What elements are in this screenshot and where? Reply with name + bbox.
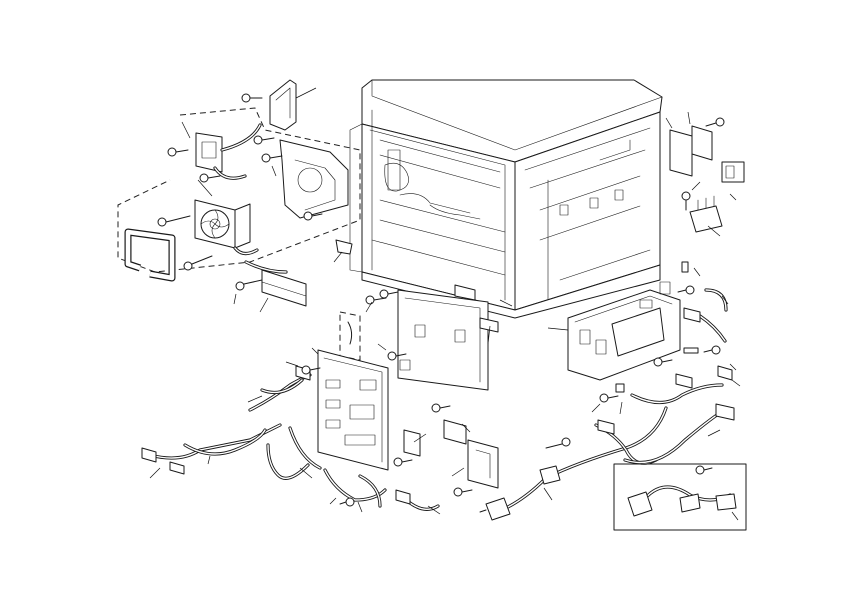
screw-icon (183, 255, 213, 271)
screw-icon (167, 147, 189, 157)
screw-icon (339, 497, 355, 507)
exhaust-fan (194, 199, 251, 249)
screw-icon (157, 215, 191, 227)
main-frame (349, 79, 663, 319)
harness-set (141, 260, 735, 511)
fan-duct-group (117, 107, 361, 282)
fan-duct-bracket (279, 139, 349, 219)
leader-lines (149, 87, 741, 521)
top-bracket (269, 79, 297, 131)
main-switch (721, 161, 745, 183)
fan-gasket (124, 228, 176, 282)
inset-panel (613, 463, 747, 531)
holder-bracket (467, 439, 499, 489)
board-bracket (397, 284, 499, 391)
screw-icon (681, 261, 689, 273)
screws (157, 93, 725, 507)
screw-icon (615, 383, 625, 393)
screw-icon (393, 457, 413, 467)
frame-base (361, 264, 661, 319)
screw-icon (705, 117, 725, 127)
screw-icon (545, 437, 571, 449)
screw-icon (303, 211, 323, 221)
screw-icon (453, 487, 473, 497)
screw-icon (199, 173, 221, 183)
screw-icon (681, 191, 691, 211)
small-bracket (403, 429, 421, 457)
transformer (689, 195, 723, 233)
screw-icon (653, 357, 673, 367)
clamp-bracket (443, 419, 467, 445)
harness-connector (195, 132, 223, 173)
screw-icon (261, 153, 283, 163)
screw-icon (235, 279, 263, 291)
screw-icon (253, 135, 275, 145)
psu-board (611, 307, 665, 357)
screw-icon (301, 365, 321, 375)
screw-icon (431, 403, 451, 413)
screw-icon (703, 345, 721, 355)
screw-icon (387, 351, 407, 361)
screw-icon (695, 465, 713, 475)
screw-icon (241, 93, 263, 103)
clip-bracket (335, 239, 353, 255)
switch-bracket (669, 129, 693, 177)
screw-icon (379, 289, 399, 299)
inset-power-cord (627, 485, 737, 517)
rail-bracket (261, 269, 307, 307)
screw-icon (683, 347, 699, 354)
screw-icon (677, 285, 695, 295)
power-cord (479, 406, 668, 521)
screw-icon (599, 393, 619, 403)
controller-board (317, 349, 389, 471)
cover-plate (691, 125, 713, 161)
power-supply-unit (567, 281, 681, 381)
